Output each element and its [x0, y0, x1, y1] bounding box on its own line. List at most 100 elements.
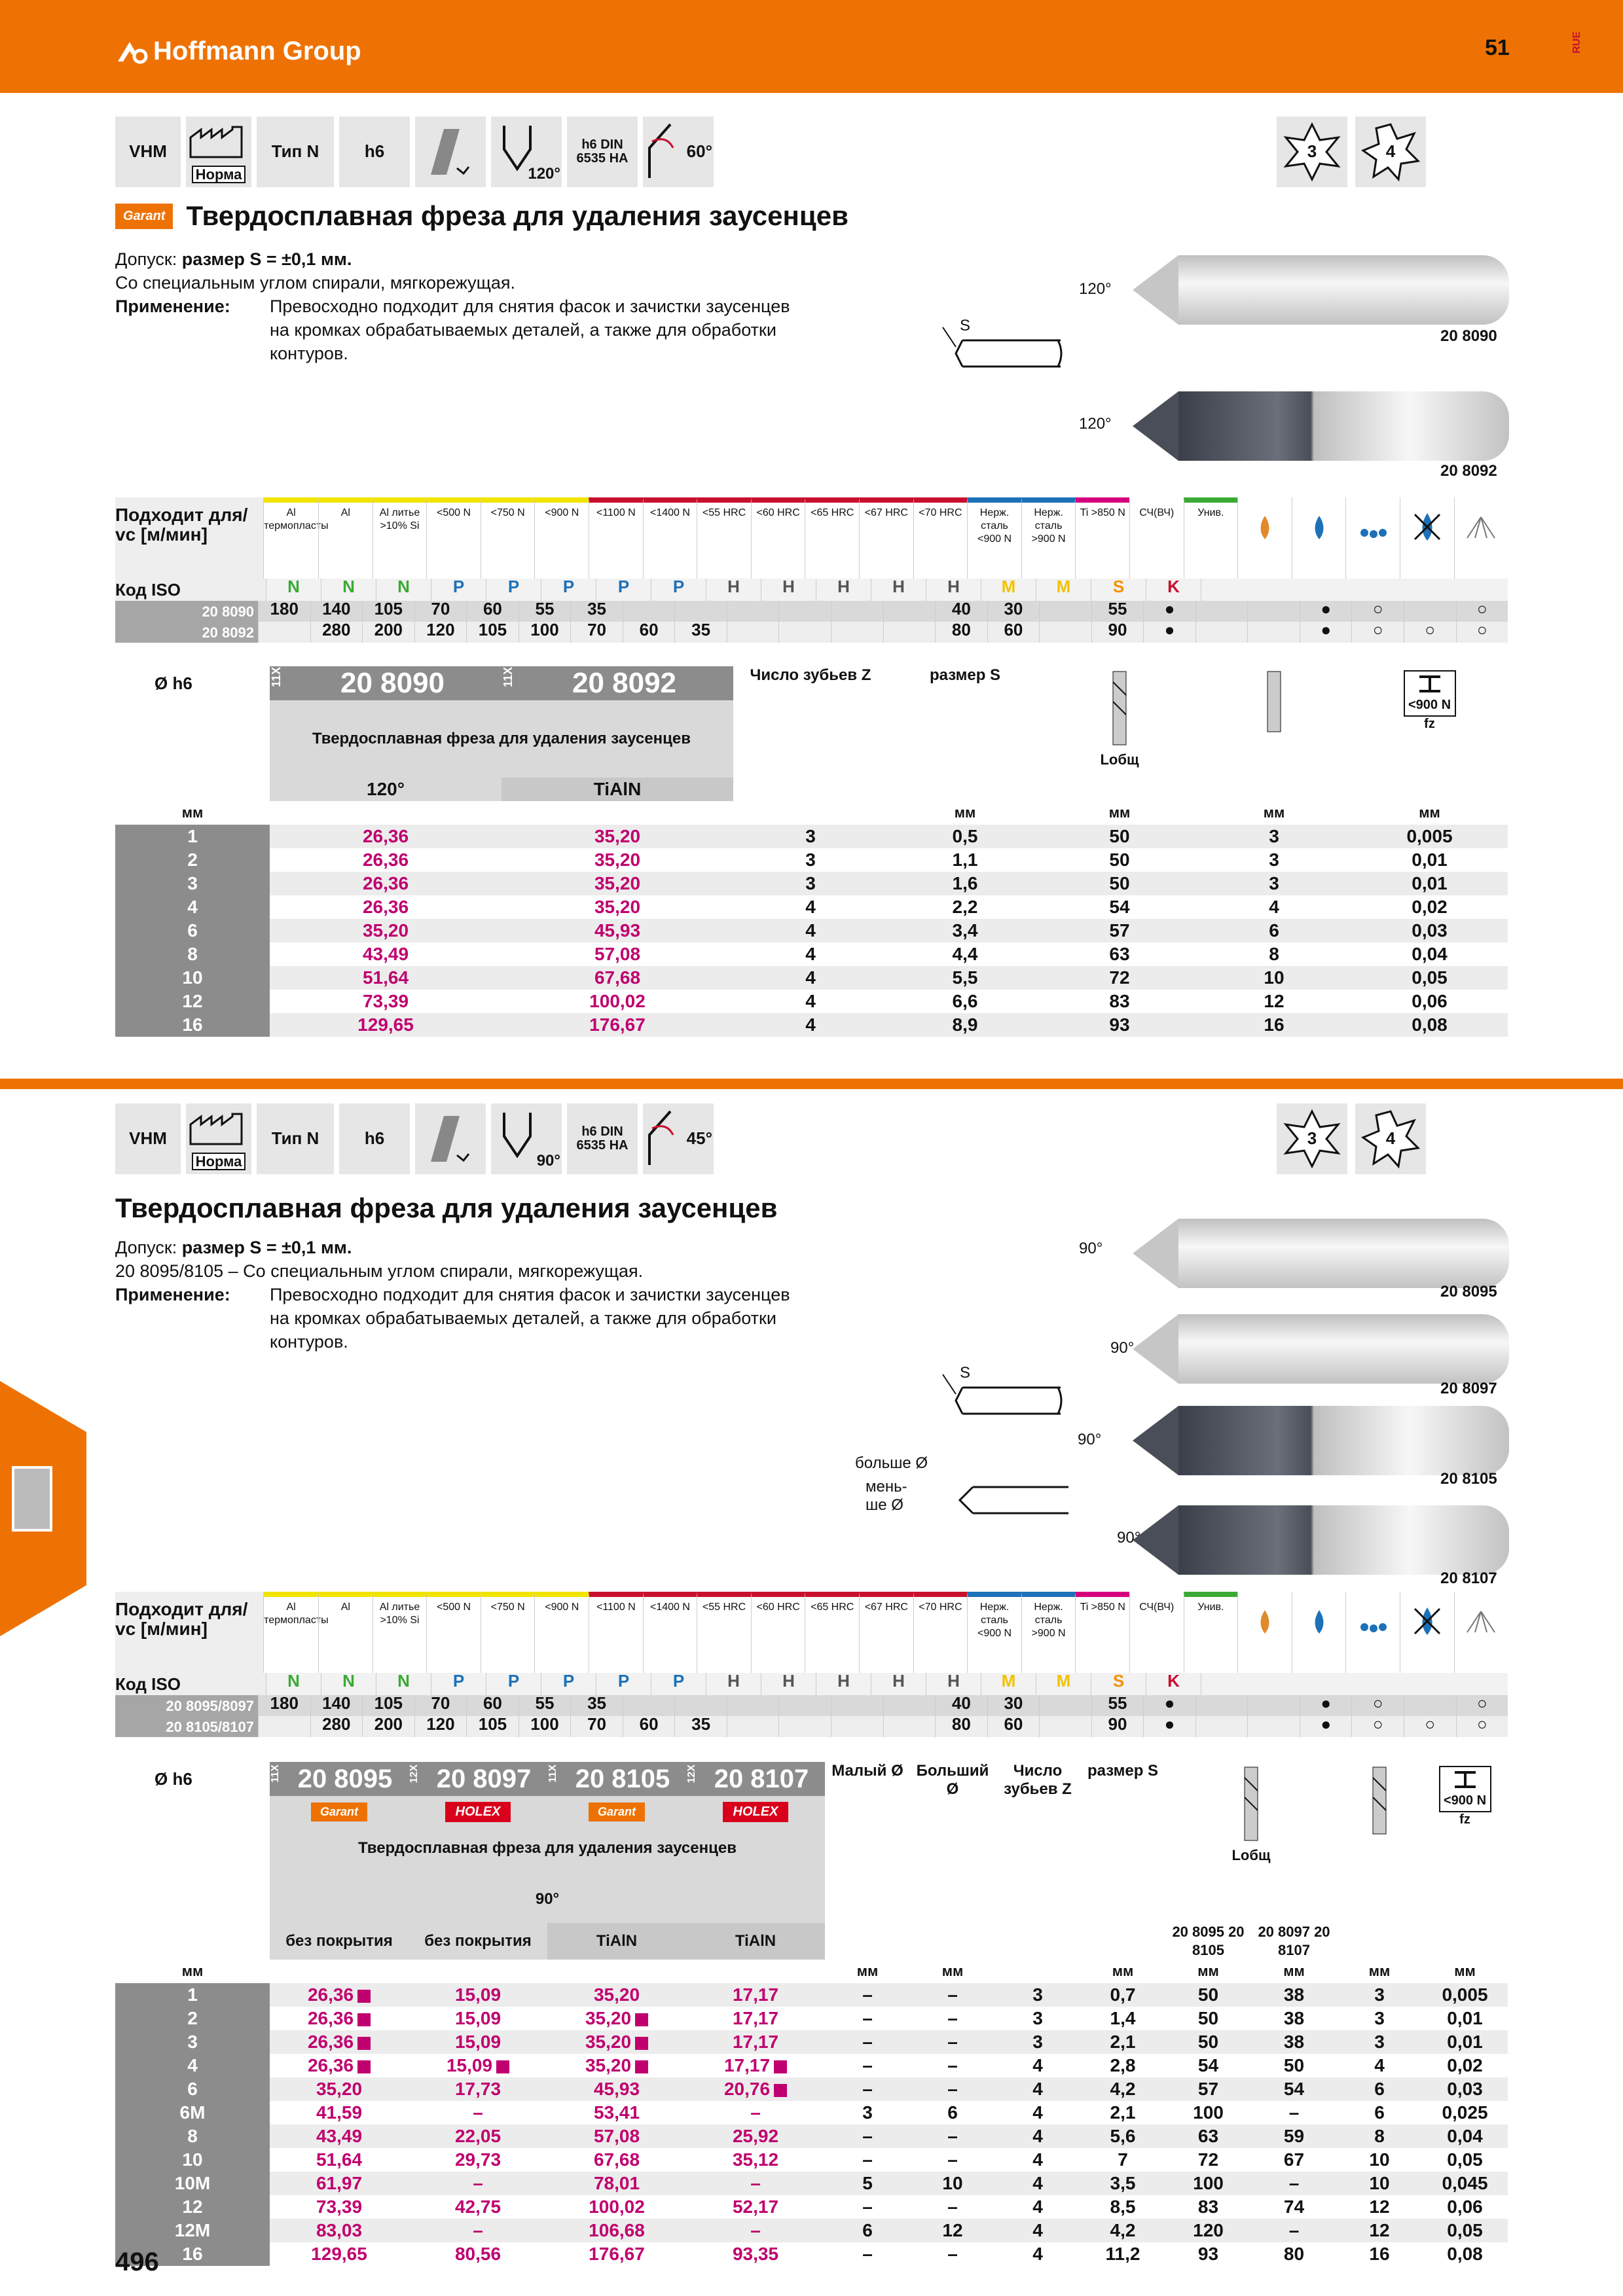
cutting-speed: 140	[310, 1695, 363, 1716]
mat-col: <60 HRC	[750, 497, 805, 579]
iso-code: N	[376, 1672, 431, 1695]
diameter-cell: 10	[115, 966, 270, 990]
mat-col: <750 N	[480, 497, 535, 579]
emulsion-icon	[1291, 497, 1346, 579]
price-value: 42,75	[454, 2197, 501, 2217]
mat-col: <67 HRC	[859, 497, 913, 579]
code-a: 11X	[270, 1764, 281, 1783]
price-value: 17,17	[732, 2008, 779, 2028]
table-cell: 100,02	[547, 2195, 686, 2219]
cutting-speed	[1039, 1695, 1091, 1716]
diameter-cell: 8	[115, 2125, 270, 2148]
feed-label-1: fz	[1424, 717, 1435, 731]
table-cell: 0,02	[1447, 2055, 1483, 2075]
mat-col: Нерж. сталь >900 N	[1021, 1592, 1076, 1673]
table-cell: 3	[1032, 1984, 1043, 2005]
unit: мм	[181, 804, 204, 821]
chamfer-angle-icon: 60°	[643, 117, 714, 187]
angle-label-20-8090: 120°	[1079, 280, 1112, 298]
application-text-1: Превосходно подходит для снятия фасок и …	[270, 296, 790, 363]
iso-code: M	[981, 578, 1036, 601]
desc-line-1: Со специальным углом спирали, мягкорежущ…	[115, 273, 515, 293]
table-cell: 0,01	[1447, 2032, 1483, 2052]
tool-drawing-20-8105	[1133, 1406, 1509, 1475]
materials-art: 20 8090	[115, 601, 258, 622]
cutting-speed: 55	[518, 1695, 571, 1716]
table-cell: 4	[805, 944, 816, 964]
mat-col: Нерж. сталь >900 N	[1021, 497, 1076, 579]
helix-icon	[415, 1103, 486, 1174]
table-cell: 26,36	[362, 897, 409, 917]
iso-code: P	[541, 578, 596, 601]
table-cell: –	[1288, 2102, 1300, 2123]
price-value: 57,08	[593, 2126, 640, 2146]
art-1: 20 8090	[340, 667, 445, 699]
price-value: 17,17	[723, 2055, 771, 2075]
table-cell: 2,8	[1110, 2055, 1136, 2075]
availability-marker-icon	[357, 1989, 371, 2003]
table-cell: 6	[1374, 2102, 1385, 2123]
coolant-mark	[1404, 1695, 1456, 1716]
iso-code: K	[1146, 1672, 1201, 1695]
table-cell: 4	[1032, 2244, 1043, 2264]
table-desc-2: Твердосплавная фреза для удаления заусен…	[270, 1825, 825, 1923]
vhm-icon: VHM	[115, 117, 181, 187]
table-cell: 26,36	[362, 826, 409, 846]
brand-logo[interactable]: Hoffmann Group	[115, 37, 361, 66]
price-value: 83,03	[316, 2220, 363, 2240]
iso-label-2: Код ISO	[115, 1673, 266, 1695]
coolant-mark	[1247, 1716, 1300, 1737]
coolant-mark: ●	[1299, 621, 1352, 643]
table-cell: 50	[1283, 2055, 1305, 2075]
table-cell: 74	[1283, 2197, 1305, 2217]
table-cell: 10	[1264, 967, 1285, 988]
table-cell: 0,01	[1447, 2008, 1483, 2028]
mat-col: Al	[318, 497, 373, 579]
h6-icon: h6	[339, 117, 410, 187]
table-cell: 5	[862, 2173, 873, 2193]
price-value: 78,01	[593, 2173, 640, 2193]
table-cell: 35,20	[547, 2030, 686, 2054]
iso-code: H	[816, 1672, 871, 1695]
table-cell: 4	[1032, 2220, 1043, 2240]
mat-col: Al литье >10% Si	[372, 1592, 427, 1673]
table-cell: 67	[1283, 2149, 1305, 2170]
table-cell: 3,4	[952, 920, 978, 941]
vhm-icon: VHM	[115, 1103, 181, 1174]
teeth-3-label: 3	[1307, 1128, 1317, 1149]
iso-code: P	[651, 1672, 706, 1695]
availability-marker-icon	[357, 2013, 371, 2026]
code-d: 12X	[686, 1764, 697, 1783]
desc-line-2: 20 8095/8105 – Со специальным углом спир…	[115, 1261, 644, 1281]
tool-drawing-20-8095	[1133, 1219, 1509, 1288]
dry-icon	[1237, 497, 1292, 579]
cutting-speed: 200	[362, 1715, 414, 1737]
table-cell: 120	[1193, 2220, 1224, 2240]
chamfer-angle-icon: 45°	[643, 1103, 714, 1174]
tolerance-prefix-1: Допуск:	[115, 249, 182, 269]
table-cell: –	[862, 2126, 873, 2146]
cutting-speed: 80	[935, 1715, 987, 1737]
cutting-speed: 70	[414, 1695, 467, 1716]
iso-code	[1201, 1673, 1256, 1695]
table-cell: 57,08	[594, 944, 641, 964]
unit: мм	[954, 804, 976, 821]
angle-label-20-8095: 90°	[1079, 1240, 1103, 1257]
table-cell: 57	[1109, 920, 1130, 941]
table-cell: 0,05	[1447, 2149, 1483, 2170]
table-cell: 41,59	[270, 2101, 409, 2125]
cutting-speed: 200	[362, 621, 414, 643]
cutting-speed	[726, 1695, 779, 1716]
coolant-mark: ○	[1404, 1715, 1456, 1737]
table-cell: 2,1	[1110, 2032, 1136, 2052]
table-cell: 0,06	[1447, 2197, 1483, 2217]
table-cell: –	[862, 2197, 873, 2217]
table-cell: 3	[805, 850, 816, 870]
spacer	[115, 1796, 270, 1825]
iso-code: P	[486, 1672, 541, 1695]
mat-col: <1400 N	[642, 497, 697, 579]
